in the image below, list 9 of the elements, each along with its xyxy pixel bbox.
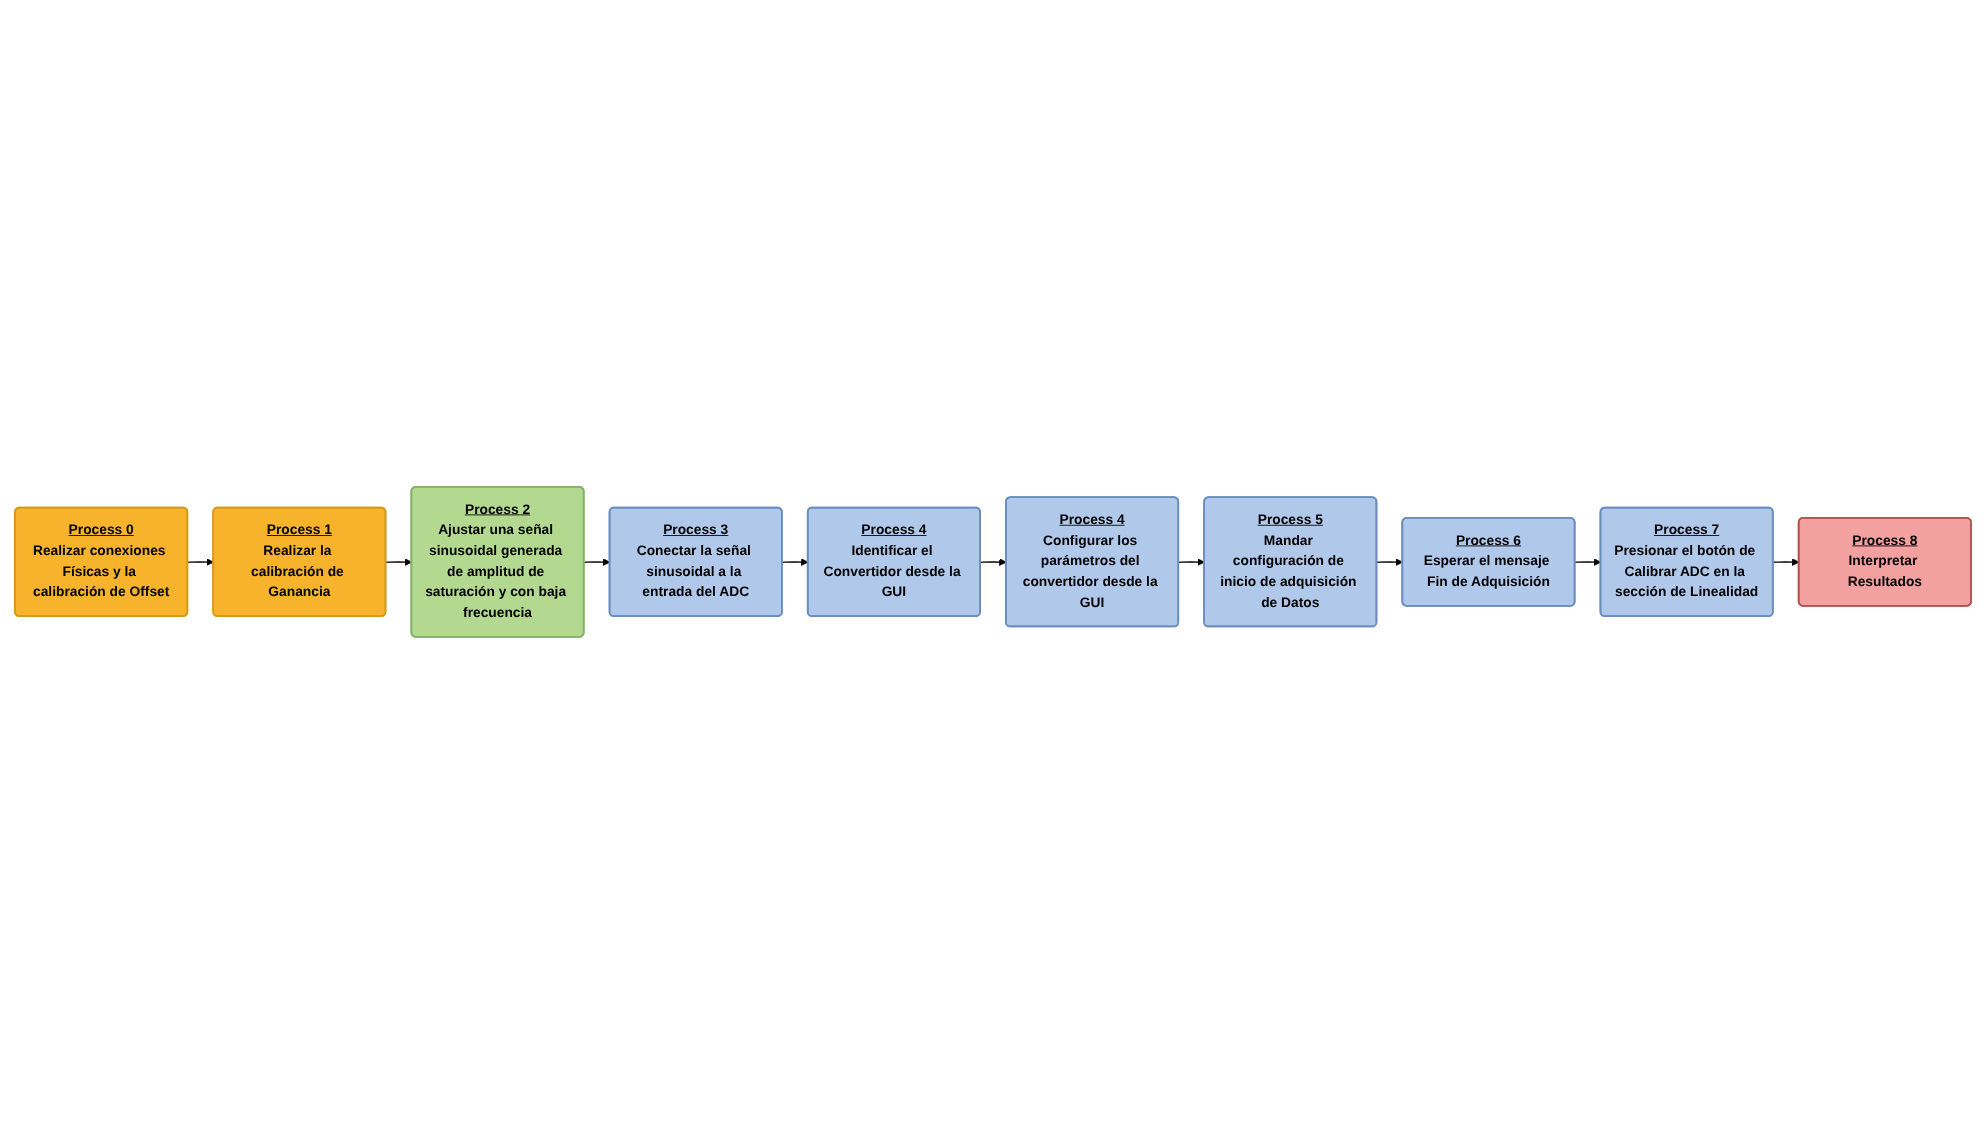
arrow [1178, 557, 1205, 565]
arrow [583, 557, 611, 565]
arrow [187, 557, 214, 565]
arrow [1772, 557, 1800, 565]
arrow [781, 557, 809, 565]
arrow [385, 557, 413, 565]
arrow [1376, 557, 1404, 565]
arrow [979, 557, 1007, 565]
arrow [1574, 557, 1602, 565]
